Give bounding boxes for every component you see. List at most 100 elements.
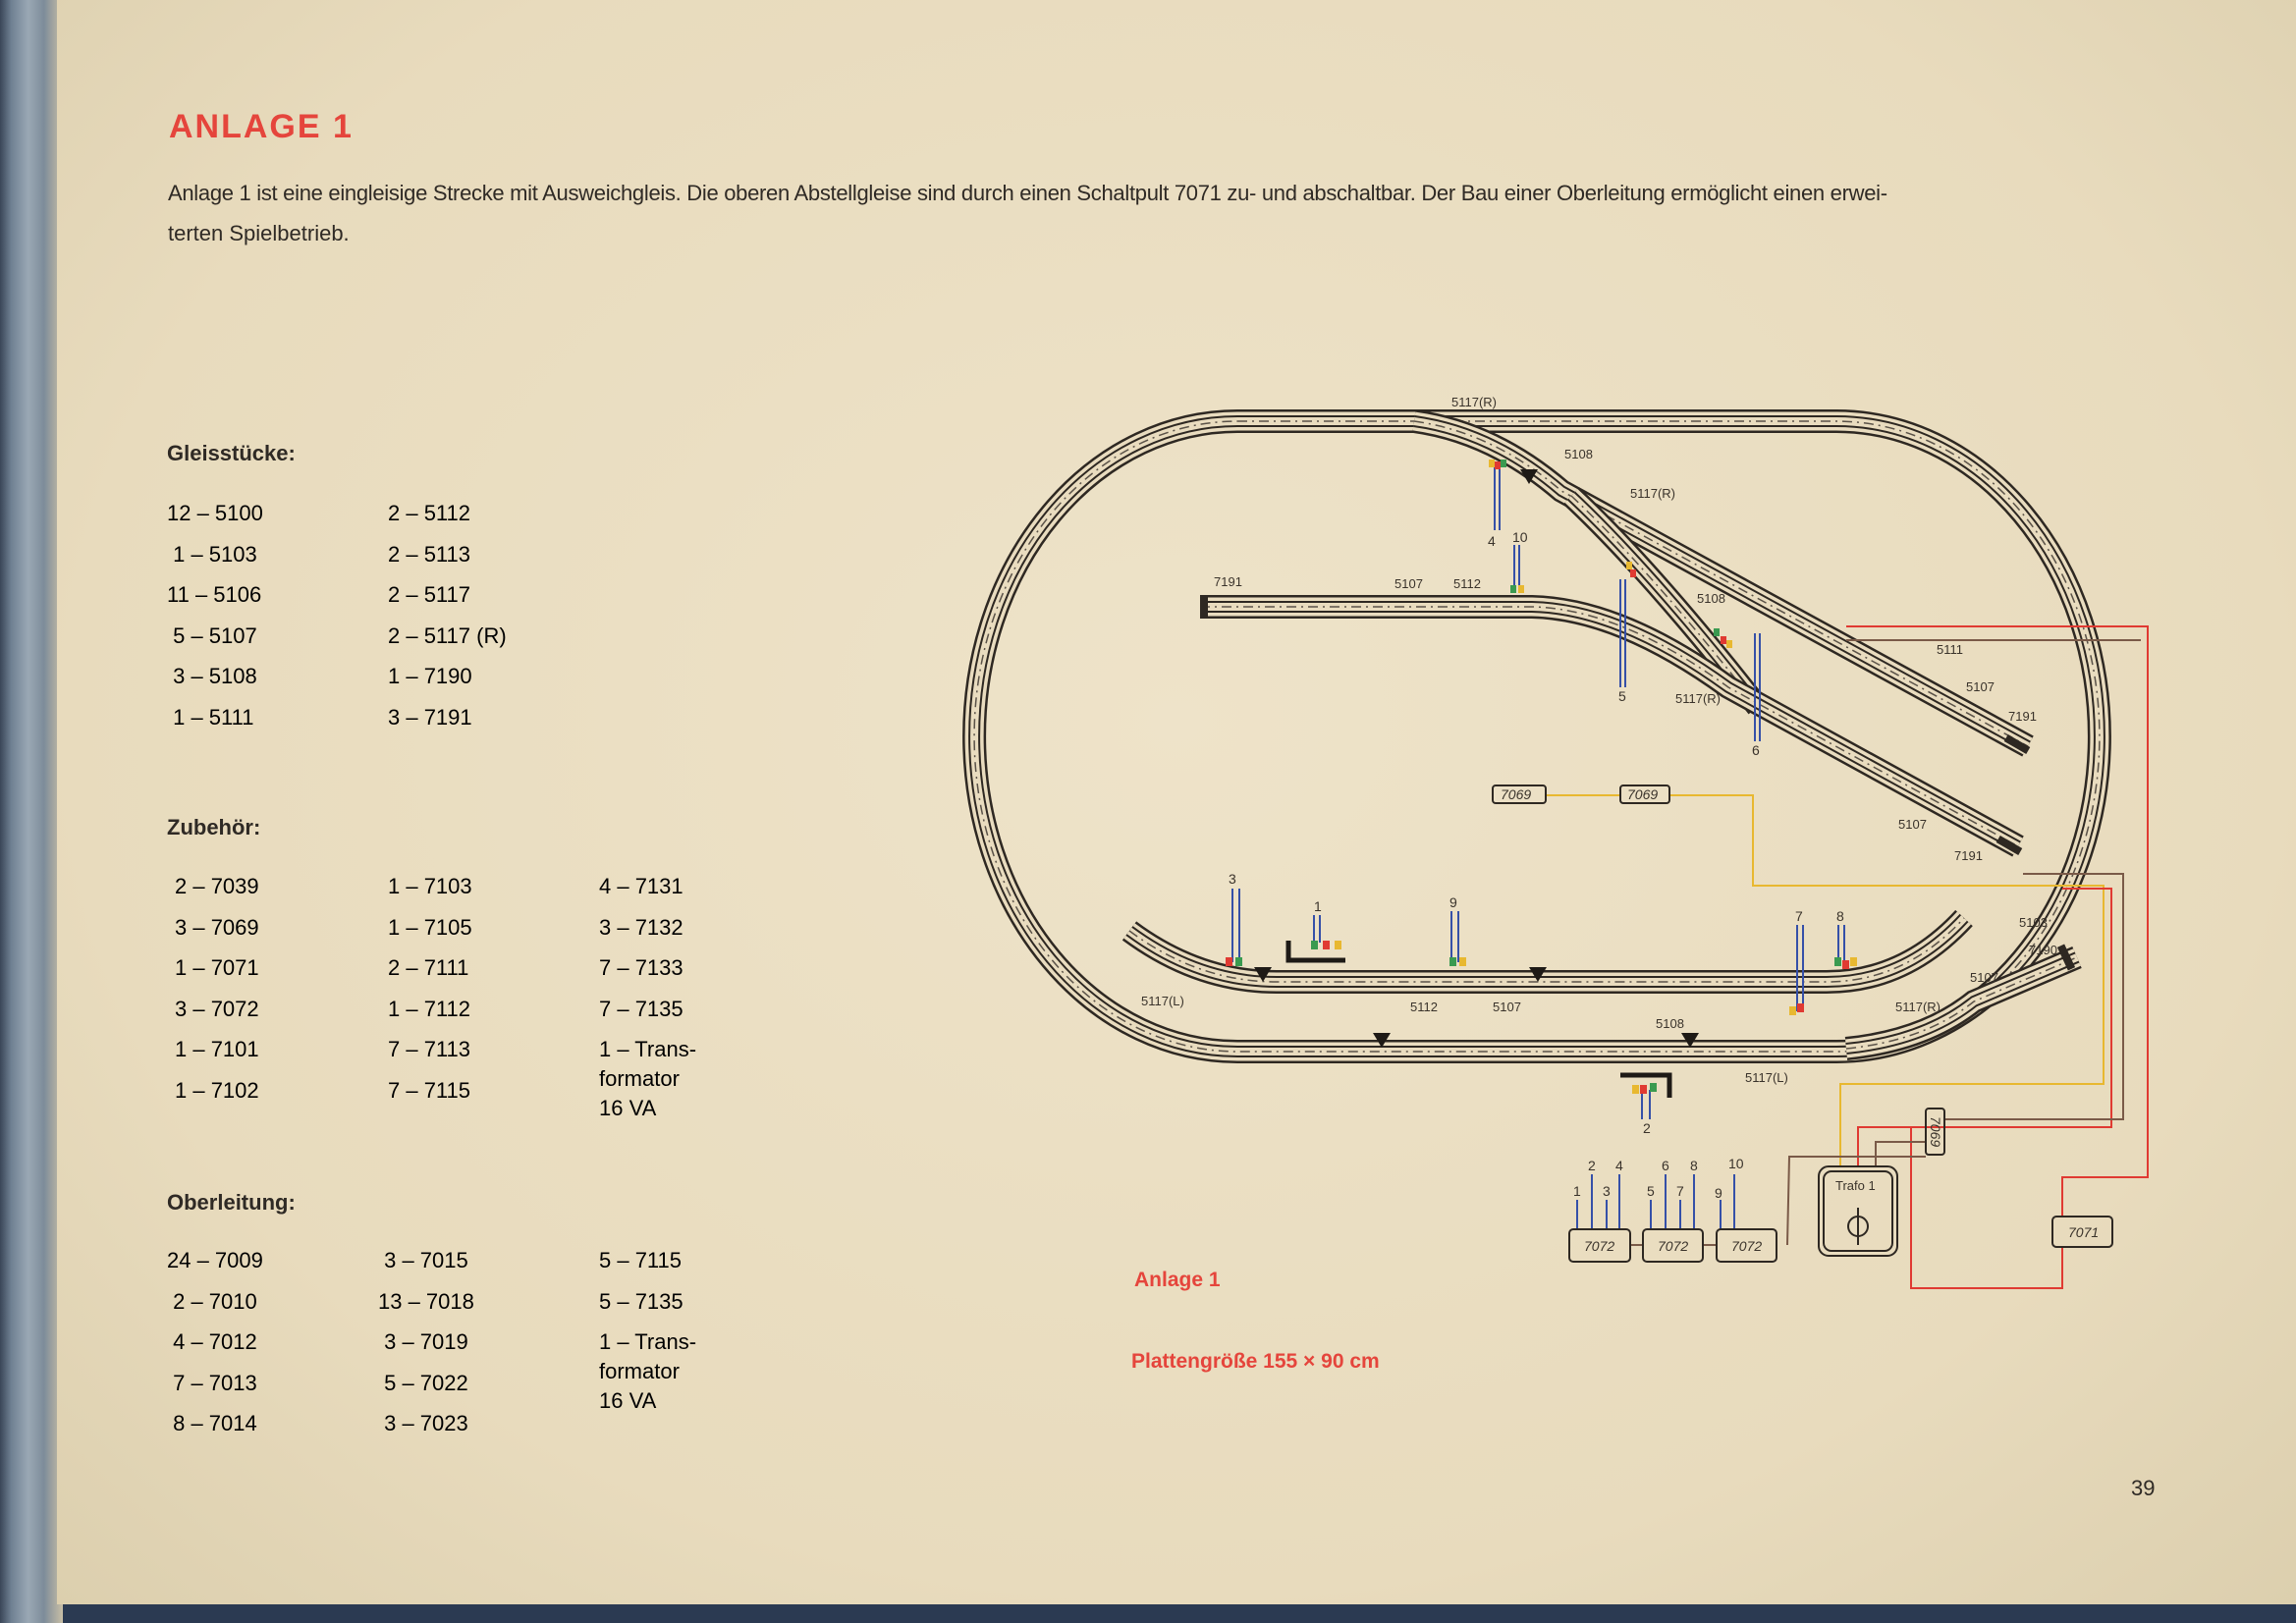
transformer-box[interactable] — [1818, 1165, 1898, 1257]
list-item: 3 – 5108 — [167, 664, 257, 689]
track-label: 5107 — [1898, 817, 1927, 832]
zubehoer-col3: 4 – 7131 3 – 7132 7 – 7133 7 – 7135 1 – … — [599, 866, 696, 1123]
list-item: 11 – 5106 — [167, 582, 262, 608]
wiring — [1546, 625, 2149, 1289]
track-label: 7191 — [1214, 574, 1242, 589]
list-item: 1 – 7190 — [388, 664, 472, 689]
track-layer — [1128, 917, 1965, 983]
signal-number: 9 — [1449, 894, 1457, 910]
track-label: 5107 — [1966, 679, 1995, 694]
switch-panel-label: 7071 — [2068, 1224, 2099, 1240]
brown-wire — [1786, 1156, 1926, 1246]
signal-wires — [1231, 466, 1845, 1229]
zubehoer-heading: Zubehör: — [167, 815, 261, 839]
relay-7069-box — [1492, 784, 1547, 804]
list-item: 8 – 7014 — [167, 1411, 257, 1436]
list-item: 3 – 7191 — [388, 704, 472, 730]
track-label: 5108 — [1697, 591, 1725, 606]
red-wire — [1857, 1126, 2063, 1289]
panel-number: 8 — [1690, 1158, 1698, 1173]
gleisstuecke-col2: 2 – 5112 2 – 5113 2 – 5117 2 – 5117 (R) … — [388, 493, 507, 738]
track-group — [962, 409, 2111, 1063]
brown-wire — [1944, 873, 2124, 1120]
oberleitung-col3: 5 – 7115 5 – 7135 1 – Trans- formator 16… — [599, 1240, 696, 1416]
oberleitung-col2: 3 – 7015 13 – 7018 3 – 7019 5 – 7022 3 –… — [378, 1240, 474, 1444]
diagram-caption: Anlage 1 — [1134, 1269, 1221, 1291]
signal-number: 3 — [1229, 871, 1236, 887]
signal-numbers: 4 10 5 6 3 1 9 7 8 2 — [1229, 529, 1844, 1136]
page-title: ANLAGE 1 — [169, 108, 354, 145]
intro-line: Anlage 1 ist eine eingleisige Strecke mi… — [168, 181, 1887, 205]
book-binding — [0, 0, 63, 1623]
track-label: 5117(R) — [1675, 691, 1721, 706]
list-item: 1 – 7103 — [388, 874, 472, 898]
switch-panel-7071[interactable] — [2051, 1216, 2113, 1248]
list-item: 3 – 7019 — [378, 1329, 468, 1355]
relay-7069-box — [1619, 784, 1670, 804]
track-label: 5108 — [1656, 1016, 1684, 1031]
mast-icon — [1681, 1033, 1699, 1048]
gleisstuecke-col1: 12 – 5100 1 – 5103 11 – 5106 5 – 5107 3 … — [167, 493, 263, 738]
track-layer — [1570, 495, 1759, 708]
track-label: 7191 — [1954, 848, 1983, 863]
control-panel-7072[interactable] — [1716, 1228, 1777, 1263]
list-item: 1 – 7071 — [175, 955, 259, 981]
control-panel-label: 7072 — [1658, 1238, 1688, 1254]
track-layer — [1845, 956, 2078, 1050]
signal-number: 5 — [1618, 688, 1626, 704]
signal-number: 4 — [1488, 533, 1496, 549]
track-label: 5112 — [1410, 1000, 1438, 1014]
buffer-stop-icon — [1200, 595, 1208, 619]
mast-icon — [1254, 967, 1272, 982]
panel-number: 4 — [1615, 1158, 1623, 1173]
list-item: 3 – 7023 — [378, 1411, 468, 1436]
signal-number: 7 — [1795, 908, 1803, 924]
track-layer — [1200, 603, 2020, 850]
track-label: 5112 — [1453, 576, 1481, 591]
uncoupler-icon — [1285, 941, 1672, 1098]
track-label: 5117(L) — [1745, 1070, 1788, 1085]
relay-label: 7069 — [1627, 786, 1658, 802]
panel-number: 1 — [1573, 1183, 1581, 1199]
list-item: 12 – 5100 — [167, 501, 263, 525]
signal-number: 6 — [1752, 742, 1760, 758]
buffer-stop-icon — [2056, 944, 2076, 971]
list-item: 1 – 7102 — [175, 1077, 259, 1103]
list-item: 3 – 7069 — [175, 914, 259, 940]
list-item: 2 – 7039 — [175, 874, 259, 898]
list-item: 7 – 7113 — [388, 1037, 471, 1062]
track-label: 5108 — [1564, 447, 1593, 461]
track-label: 5117(R) — [1895, 1000, 1941, 1014]
mast-icon — [1529, 967, 1547, 982]
list-item: 3 – 7132 — [599, 914, 683, 940]
intro-line: terten Spielbetrieb. — [168, 221, 350, 245]
intro-paragraph: Anlage 1 ist eine eingleisige Strecke mi… — [168, 173, 2250, 253]
mast-icon — [1373, 1033, 1391, 1048]
control-panel-7072[interactable] — [1642, 1228, 1704, 1263]
track-layer — [1200, 606, 2019, 847]
oberleitung-heading: Oberleitung: — [167, 1190, 296, 1215]
track-label: 7190 — [2029, 943, 2057, 957]
control-panel-7072[interactable] — [1568, 1228, 1631, 1263]
list-item: 1 – Trans- formator 16 VA — [599, 1329, 697, 1414]
brown-wire — [1875, 1141, 1926, 1166]
panel-number: 5 — [1647, 1183, 1655, 1199]
buffer-stop-icon — [2003, 734, 2031, 754]
yellow-wire — [1669, 794, 2105, 1166]
track-layer — [973, 420, 2101, 1053]
track-labels: 5117(R) 5108 5117(R) 7191 5107 5112 5108… — [1141, 395, 2057, 1085]
track-layer — [1200, 595, 2024, 857]
siding-track-lower — [1200, 607, 2018, 846]
track-label: 5117(R) — [1630, 486, 1675, 501]
list-item: 5 – 7115 — [599, 1248, 683, 1272]
red-wire — [1858, 888, 2112, 1128]
oberleitung-col1: 24 – 7009 2 – 7010 4 – 7012 7 – 7013 8 –… — [167, 1240, 263, 1444]
track-label: 5117(L) — [1141, 994, 1184, 1008]
list-item: 3 – 7015 — [378, 1248, 468, 1272]
signal-number: 8 — [1836, 908, 1844, 924]
track-label: 5107 — [1394, 576, 1423, 591]
relay-label: 7069 — [1928, 1116, 1943, 1147]
list-item: 1 – 5111 — [167, 704, 254, 730]
track-layer — [1200, 597, 2023, 855]
